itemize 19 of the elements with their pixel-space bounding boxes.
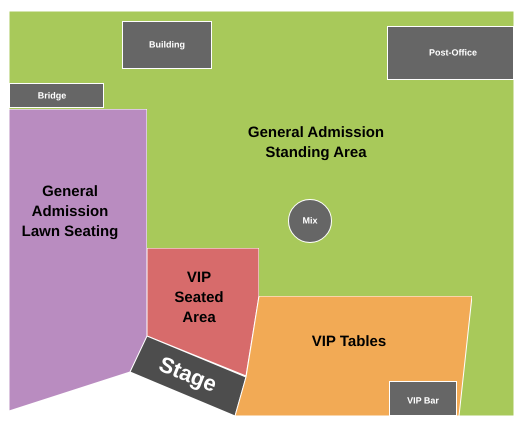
bridge-block bbox=[9, 83, 104, 108]
section-label: VIP Tables bbox=[310, 332, 388, 352]
lawn-seating-section bbox=[9, 109, 147, 411]
stage-label: Stage bbox=[154, 350, 222, 399]
building-label: Building bbox=[148, 38, 186, 52]
bar-label: VIP Bar bbox=[406, 394, 440, 408]
vip-tables-section bbox=[235, 296, 472, 416]
post-office-block bbox=[387, 26, 514, 80]
mix-label: Mix bbox=[301, 214, 318, 228]
section-label: General Admission Lawn Seating bbox=[20, 182, 120, 242]
mix-position-circle bbox=[288, 199, 332, 243]
standing-area bbox=[9, 11, 514, 416]
post-office-label: Post-Office bbox=[428, 46, 478, 60]
section-label: VIP Seated Area bbox=[173, 268, 225, 328]
stage-block bbox=[130, 336, 246, 416]
area-label: General Admission Standing Area bbox=[246, 123, 386, 163]
bridge-label: Bridge bbox=[36, 89, 68, 102]
building-block bbox=[122, 21, 212, 69]
vip-bar-block bbox=[389, 381, 457, 416]
